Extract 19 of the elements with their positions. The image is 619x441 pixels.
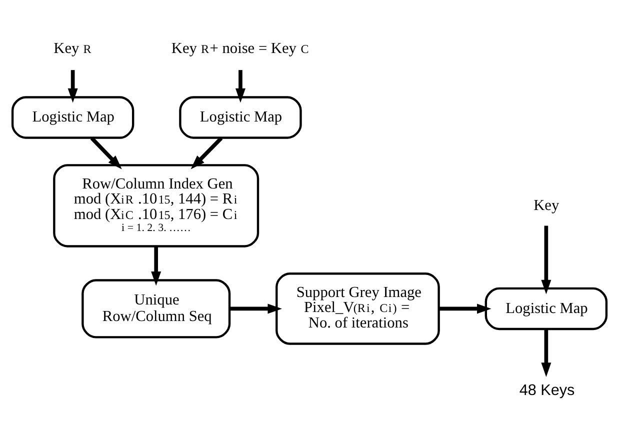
node-text: Key R+ noise = Key C [171,40,309,58]
node-box: Logistic Map [484,287,608,330]
node-text: 48 Keys [519,382,575,399]
arrow [230,304,282,314]
node-box: Logistic Map [179,96,302,139]
arrow [541,329,552,377]
arrow [235,70,246,103]
node-box: Row/Column Index Gen mod (XiR .1015, 144) = Ri mod (XiC .1015, 176) = Ci i = 1. 2. 3. …… [53,164,260,248]
node-text: Key R [54,40,92,58]
arrow [439,304,492,314]
arrow [190,136,223,170]
arrow [90,136,122,170]
arrow [68,70,78,103]
arrow [151,246,162,286]
node-box: Support Grey Image Pixel_V(Ri, Ci) = No. of iterations [276,272,440,345]
node-text: Key [534,196,560,214]
arrow [541,226,552,294]
node-box: Unique Row/Column Seq [82,279,231,338]
node-box: Logistic Map [11,96,134,139]
